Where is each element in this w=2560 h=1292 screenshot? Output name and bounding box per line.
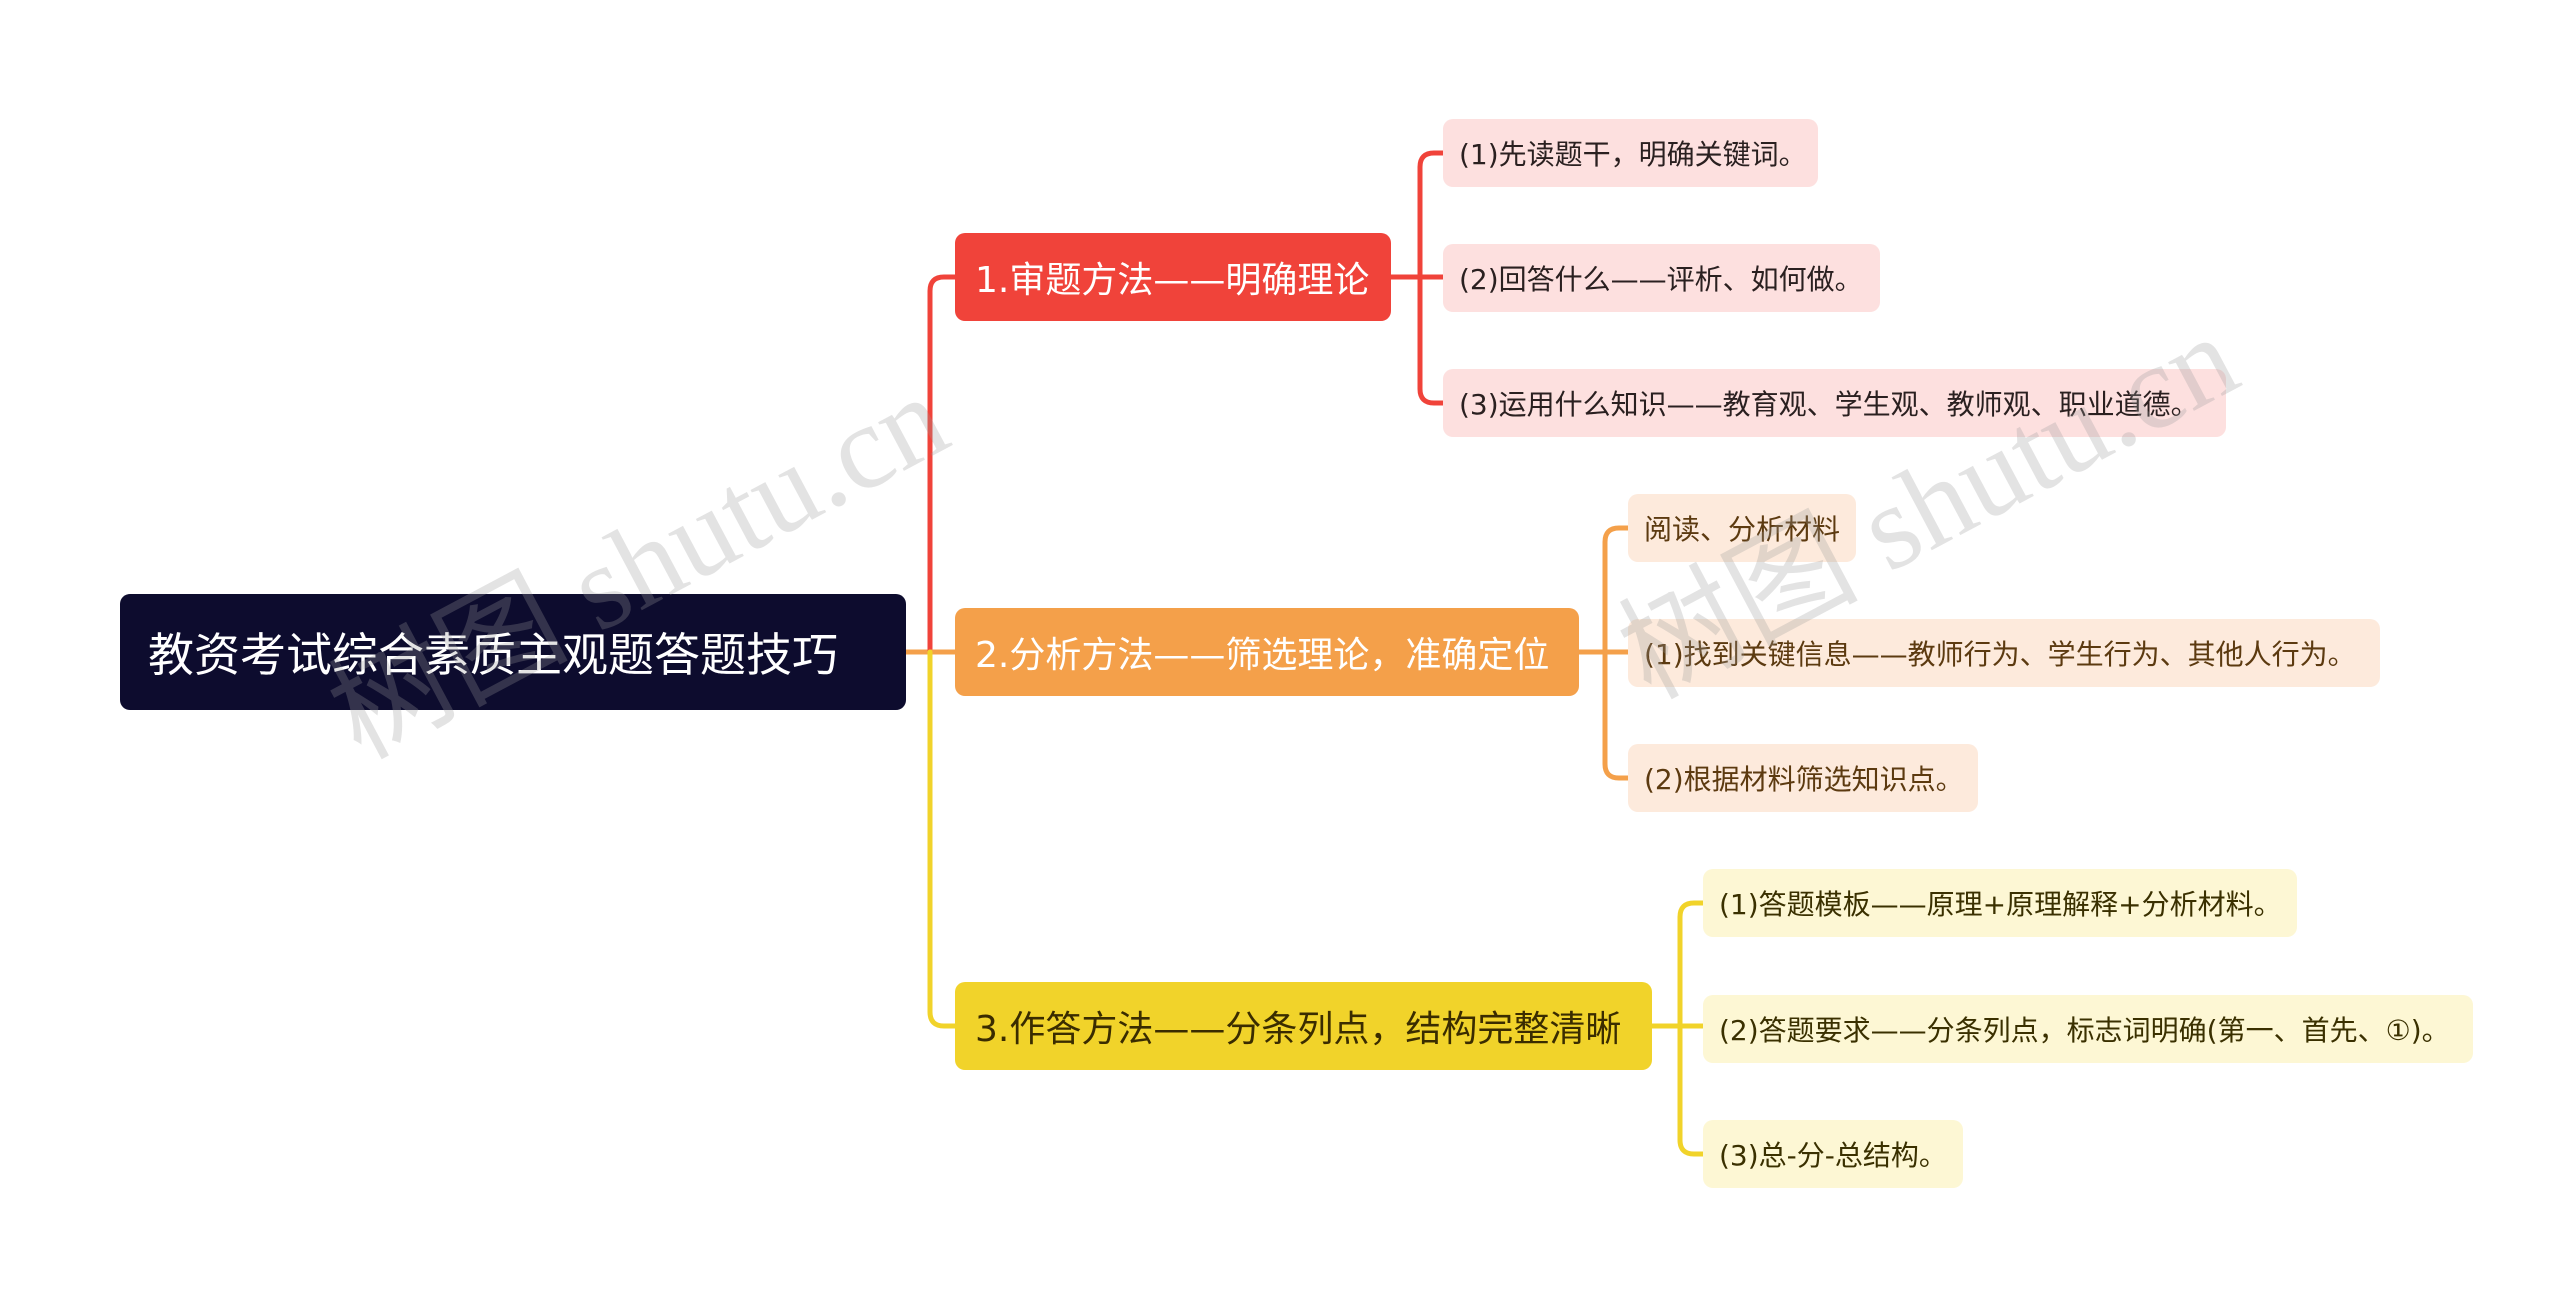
leaf-label: (3)运用什么知识——教育观、学生观、教师观、职业道德。 <box>1459 388 2199 421</box>
leaf-label: (2)答题要求——分条列点，标志词明确(第一、首先、①)。 <box>1719 1014 2450 1047</box>
branch-label-1: 1.审题方法——明确理论 <box>975 260 1370 301</box>
leaf-node-1-3[interactable]: (3)运用什么知识——教育观、学生观、教师观、职业道德。 <box>1443 369 2226 437</box>
leaf-label: (2)根据材料筛选知识点。 <box>1644 763 1964 796</box>
leaf-connector-3-3 <box>1677 1023 1706 1157</box>
leaf-node-2-2[interactable]: (1)找到关键信息——教师行为、学生行为、其他人行为。 <box>1628 619 2380 687</box>
root-label: 教资考试综合素质主观题答题技巧 <box>148 628 838 682</box>
leaf-connector-1-3 <box>1417 274 1446 406</box>
leaf-node-2-3[interactable]: (2)根据材料筛选知识点。 <box>1628 744 1978 812</box>
root-node[interactable]: 教资考试综合素质主观题答题技巧 <box>120 594 906 710</box>
leaf-node-1-1[interactable]: (1)先读题干，明确关键词。 <box>1443 119 1818 187</box>
branch-connector-3 <box>927 649 958 1029</box>
leaf-node-3-2[interactable]: (2)答题要求——分条列点，标志词明确(第一、首先、①)。 <box>1703 995 2473 1063</box>
leaf-label: (2)回答什么——评析、如何做。 <box>1459 263 1863 296</box>
leaf-label: (1)先读题干，明确关键词。 <box>1459 138 1807 171</box>
leaf-connector-3-1 <box>1677 900 1706 1029</box>
leaf-connector-2-3 <box>1602 649 1631 781</box>
branch-node-2[interactable]: 2.分析方法——筛选理论，准确定位 <box>955 608 1579 696</box>
leaf-node-1-2[interactable]: (2)回答什么——评析、如何做。 <box>1443 244 1880 312</box>
branch-connector-1 <box>927 274 958 655</box>
branch-node-3[interactable]: 3.作答方法——分条列点，结构完整清晰 <box>955 982 1652 1070</box>
branch-label-3: 3.作答方法——分条列点，结构完整清晰 <box>975 1009 1622 1050</box>
leaf-connector-2-1 <box>1602 525 1631 655</box>
leaf-connector-1-1 <box>1417 150 1446 280</box>
leaf-node-2-1[interactable]: 阅读、分析材料 <box>1628 494 1856 562</box>
leaf-label: (3)总-分-总结构。 <box>1719 1139 1947 1172</box>
leaf-node-3-3[interactable]: (3)总-分-总结构。 <box>1703 1120 1963 1188</box>
branch-node-1[interactable]: 1.审题方法——明确理论 <box>955 233 1391 321</box>
leaf-label: 阅读、分析材料 <box>1644 513 1841 546</box>
leaf-node-3-1[interactable]: (1)答题模板——原理+原理解释+分析材料。 <box>1703 869 2297 937</box>
branch-label-2: 2.分析方法——筛选理论，准确定位 <box>975 635 1550 676</box>
leaf-label: (1)找到关键信息——教师行为、学生行为、其他人行为。 <box>1644 638 2356 671</box>
leaf-label: (1)答题模板——原理+原理解释+分析材料。 <box>1719 888 2282 921</box>
